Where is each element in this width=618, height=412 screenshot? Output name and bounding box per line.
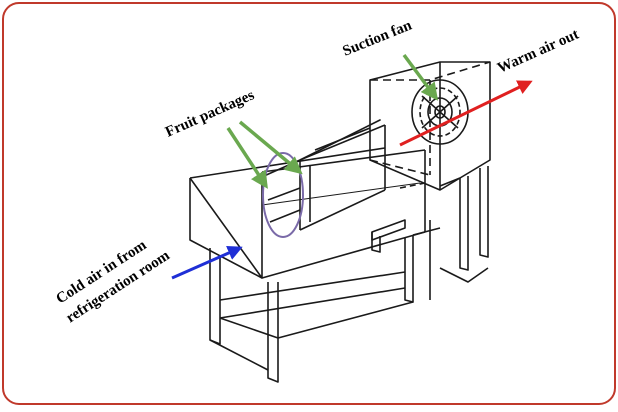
- fruit-arrow-1: [226, 127, 268, 189]
- frame-border: [2, 2, 616, 405]
- suction-arrow: [402, 53, 439, 101]
- fruit-highlight-ellipse: [262, 152, 304, 238]
- warm-air-arrow: [399, 80, 533, 147]
- cold-air-arrow: [171, 245, 243, 280]
- support-frame: [209, 166, 489, 383]
- fruit-arrow-2: [238, 120, 303, 175]
